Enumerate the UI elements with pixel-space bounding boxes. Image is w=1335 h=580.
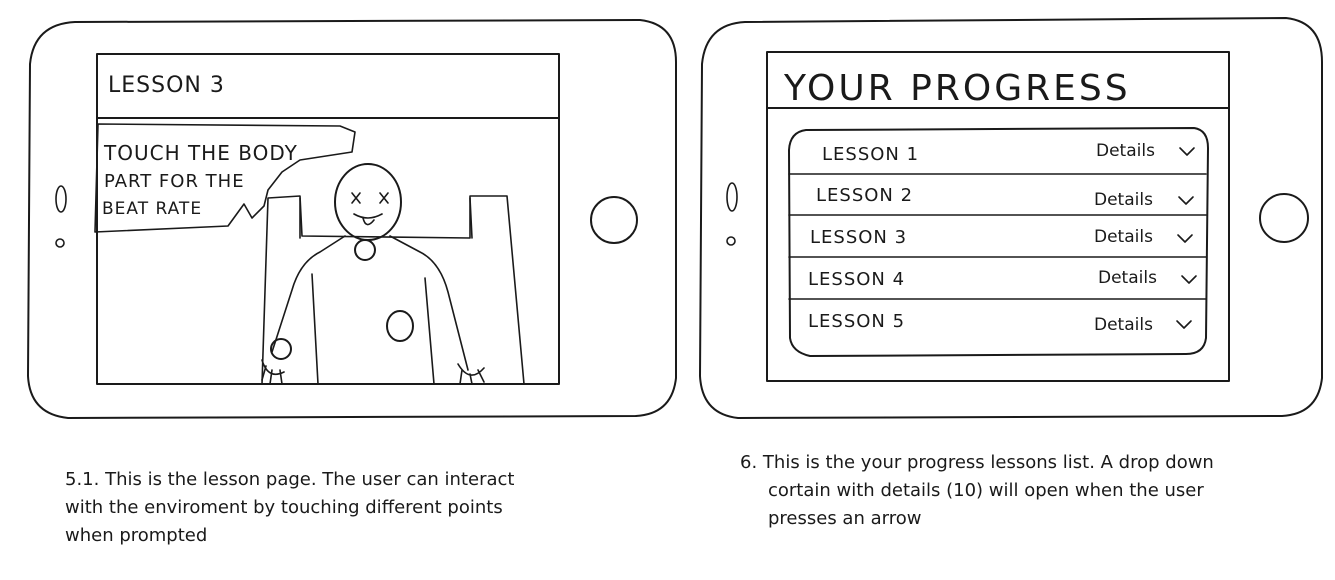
prompt-line-1: TOUCH THE BODY xyxy=(103,141,298,165)
lesson-label: LESSON 5 xyxy=(808,311,905,332)
camera-icon xyxy=(726,182,738,212)
chevron-down-icon[interactable] xyxy=(1181,275,1197,284)
touch-point-wrist[interactable] xyxy=(270,338,292,360)
details-link[interactable]: Details xyxy=(1096,141,1155,161)
chevron-down-icon[interactable] xyxy=(1178,196,1194,205)
list-item[interactable]: LESSON 5 Details xyxy=(808,311,1192,335)
chevron-down-icon[interactable] xyxy=(1179,147,1195,156)
details-link[interactable]: Details xyxy=(1094,315,1153,335)
camera-icon xyxy=(55,185,67,213)
lesson-screen xyxy=(96,53,560,385)
caption-line: 5.1. This is the lesson page. The user c… xyxy=(65,469,515,490)
lesson-label: LESSON 3 xyxy=(810,227,907,248)
caption-number: 6. xyxy=(740,452,758,473)
details-link[interactable]: Details xyxy=(1094,190,1153,210)
sensor-icon xyxy=(55,238,65,248)
progress-screen xyxy=(766,51,1230,382)
home-button-icon[interactable] xyxy=(1259,193,1309,243)
home-button-icon[interactable] xyxy=(590,196,638,244)
list-item[interactable]: LESSON 4 Details xyxy=(808,268,1197,290)
patient-figure xyxy=(261,163,485,385)
pillow xyxy=(299,197,473,239)
phone-progress-page: YOUR PROGRESS LESSON 1 Details LESSON 2 … xyxy=(699,17,1323,419)
bed-outline xyxy=(261,195,525,385)
caption-first-line: 6. This is the your progress lessons lis… xyxy=(740,449,1214,477)
lesson-list xyxy=(788,127,1209,357)
lesson-label: LESSON 2 xyxy=(816,185,913,206)
list-item[interactable]: LESSON 1 Details xyxy=(822,141,1195,165)
progress-title: YOUR PROGRESS xyxy=(783,68,1131,109)
caption-progress-page: 6. This is the your progress lessons lis… xyxy=(740,449,1214,533)
phone-outline xyxy=(699,17,1323,419)
caption-line: This is the your progress lessons list. … xyxy=(762,452,1214,473)
phone-lesson-page: LESSON 3 TOUCH THE B xyxy=(27,19,677,419)
prompt-line-2: PART FOR THE xyxy=(104,171,245,192)
list-item[interactable]: LESSON 3 Details xyxy=(810,227,1193,248)
details-link[interactable]: Details xyxy=(1094,227,1153,247)
caption-line: presses an arrow xyxy=(768,508,922,529)
caption-lesson-page: 5.1. This is the lesson page. The user c… xyxy=(65,466,514,550)
details-link[interactable]: Details xyxy=(1098,268,1157,288)
caption-line: cortain with details (10) will open when… xyxy=(768,480,1204,501)
prompt-line-3: BEAT RATE xyxy=(102,199,202,219)
lesson-title: LESSON 3 xyxy=(108,73,225,98)
list-item[interactable]: LESSON 2 Details xyxy=(816,185,1194,210)
phone-outline xyxy=(27,19,677,419)
lesson-label: LESSON 4 xyxy=(808,269,905,290)
caption-line: when prompted xyxy=(65,525,208,546)
touch-point-neck[interactable] xyxy=(354,239,376,261)
chevron-down-icon[interactable] xyxy=(1177,234,1193,243)
chevron-down-icon[interactable] xyxy=(1176,320,1192,329)
caption-line: with the enviroment by touching differen… xyxy=(65,497,503,518)
touch-point-chest[interactable] xyxy=(386,310,414,342)
sensor-icon xyxy=(726,236,736,246)
prompt-bubble xyxy=(94,123,356,233)
lesson-label: LESSON 1 xyxy=(822,144,919,165)
